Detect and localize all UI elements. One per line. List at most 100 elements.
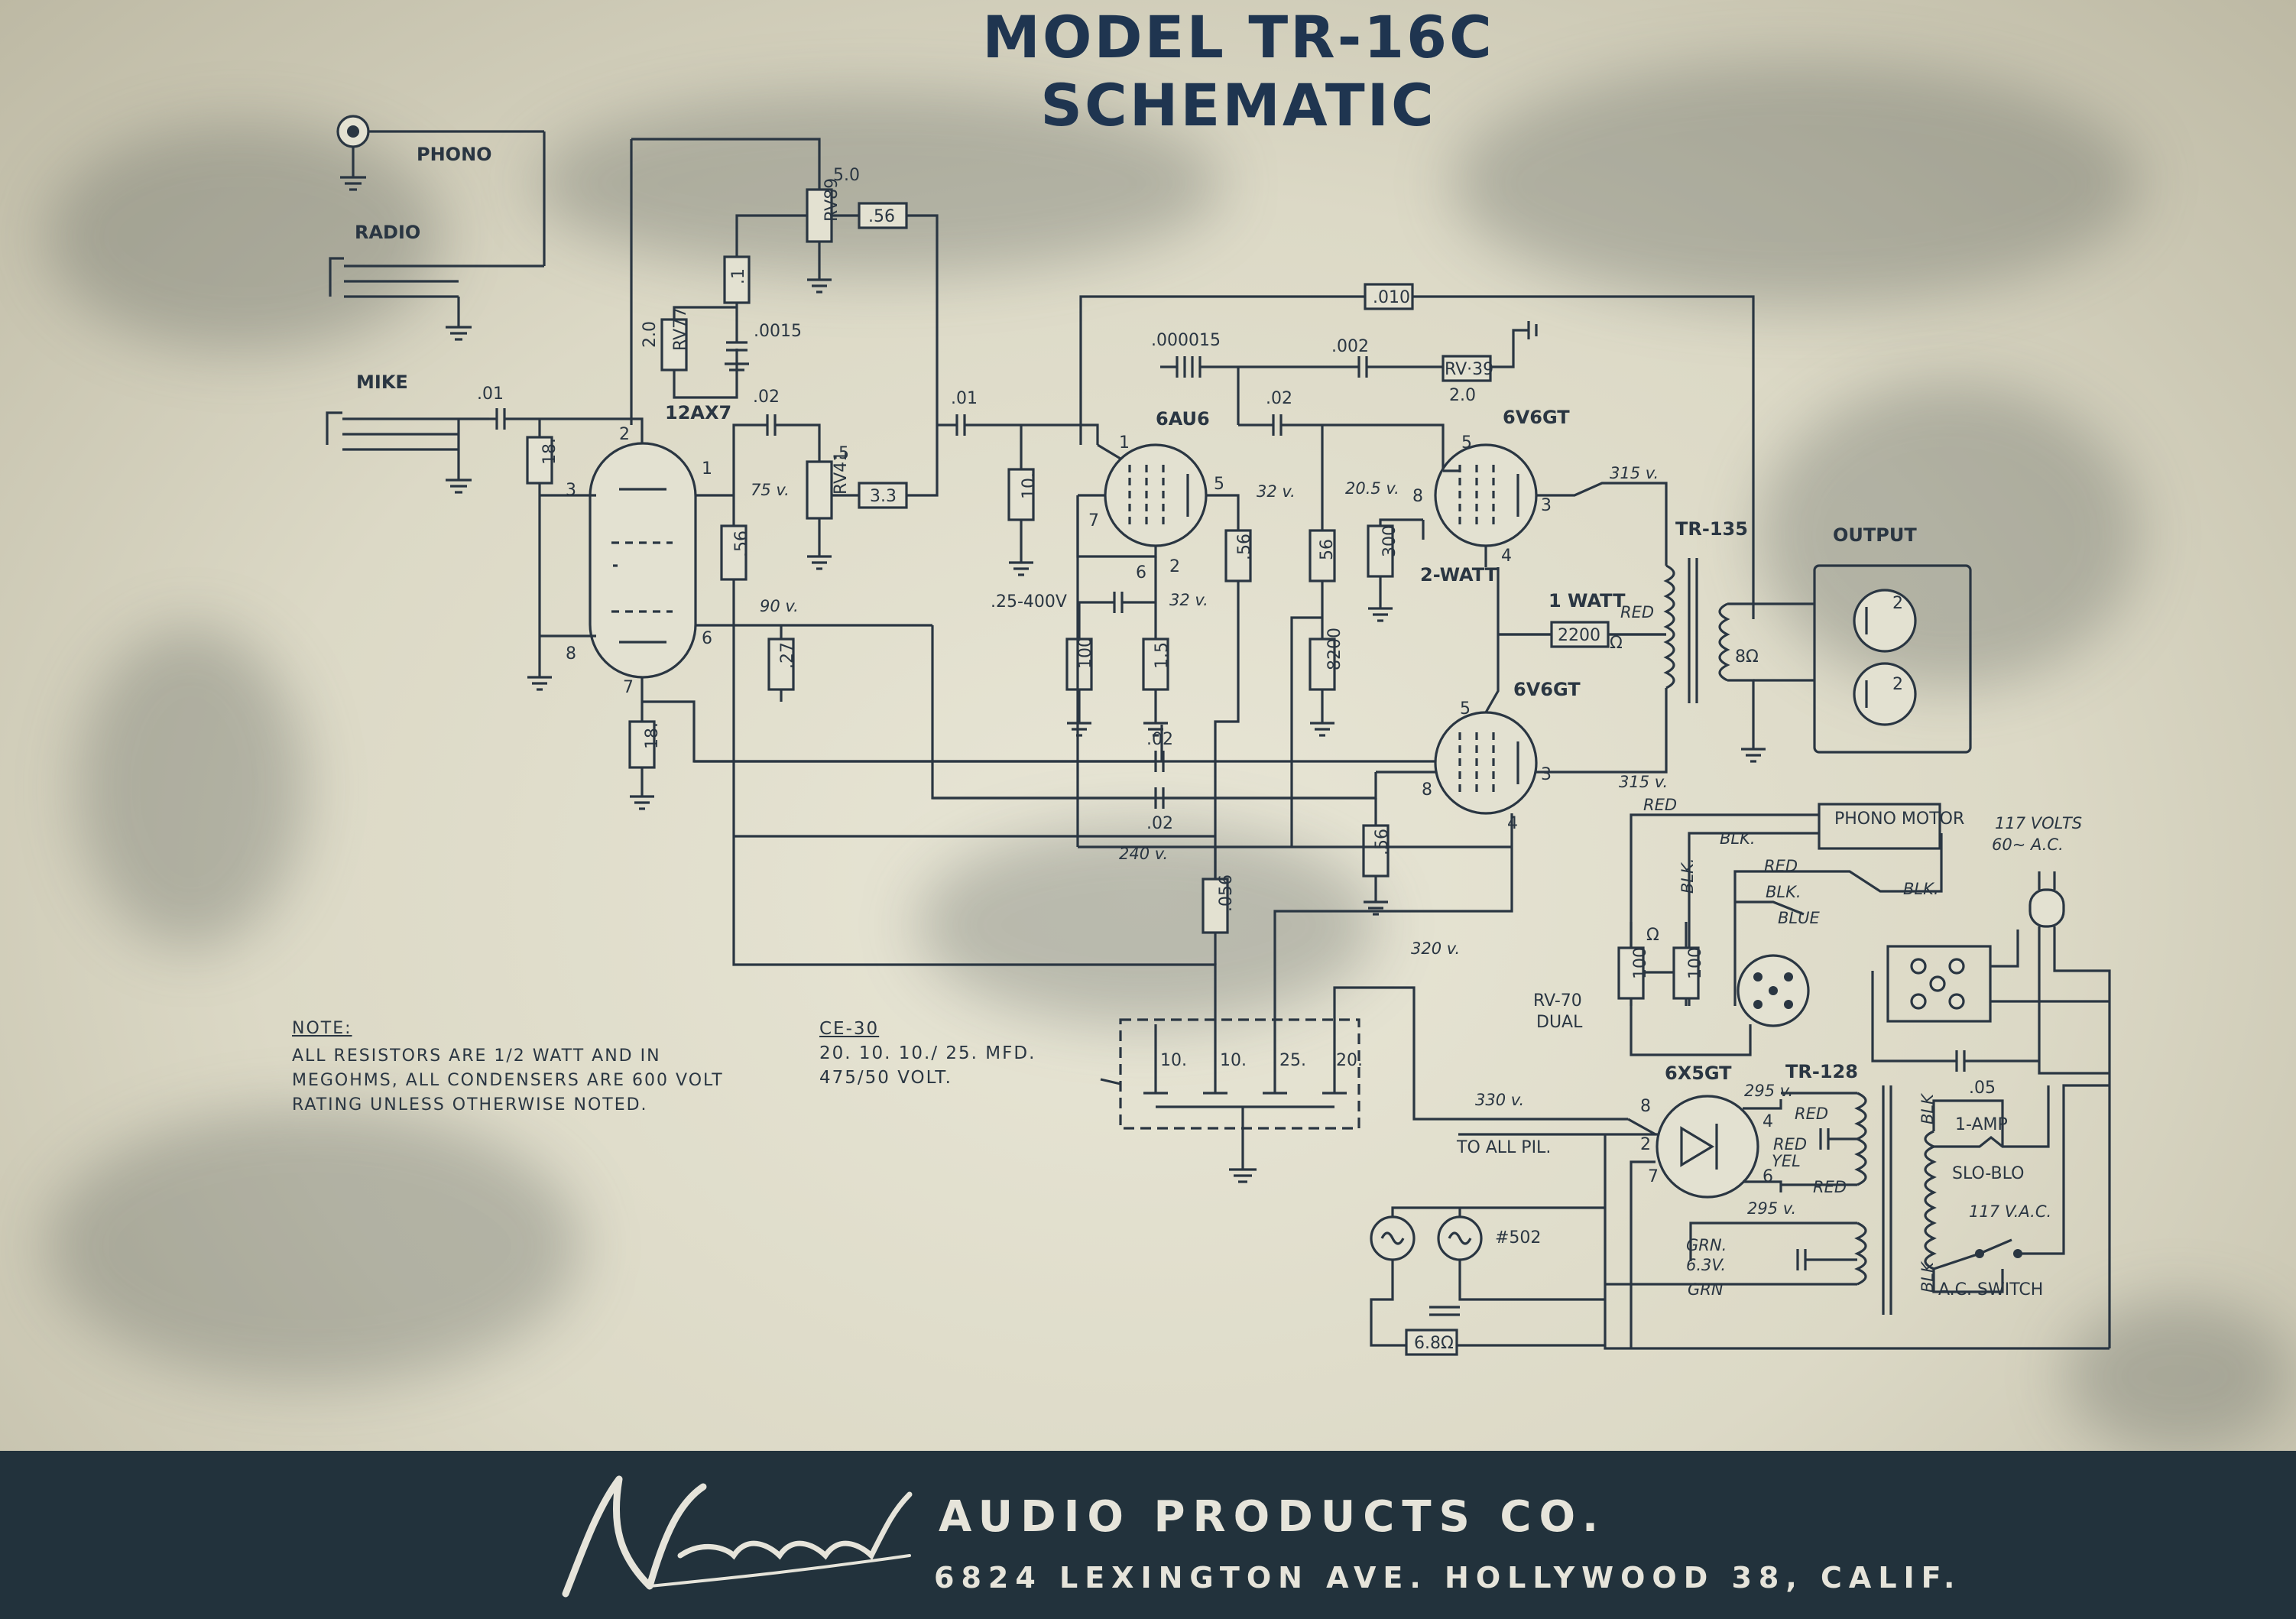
pin-label: 1 — [1119, 433, 1130, 453]
filter-cap-value: 10. — [1160, 1051, 1187, 1070]
wire-color: BLK — [1918, 1260, 1937, 1293]
page-title: MODEL TR-16C SCHEMATIC — [982, 3, 1494, 139]
ac-switch — [1933, 1084, 2110, 1270]
tube-6v6gt-upper — [1422, 443, 1668, 567]
cap-value: .02 — [1266, 389, 1292, 408]
schematic-diagram: PHONO RADIO MIKE .01 — [326, 115, 2111, 1356]
radio-label: RADIO — [355, 222, 420, 243]
pin-label: 4 — [1501, 547, 1512, 566]
pin-label: 7 — [1648, 1167, 1659, 1186]
voltage-label: 295 v. — [1744, 1082, 1793, 1100]
resistor-10-grid — [1007, 425, 1035, 576]
lamp-label: #502 — [1495, 1228, 1541, 1248]
pin-label: 6 — [1763, 1167, 1773, 1186]
cap-value: .25-400V — [991, 592, 1067, 612]
pin-label: 2 — [1640, 1135, 1651, 1154]
pin-label: 5 — [1461, 433, 1472, 453]
wire-color: GRN — [1688, 1280, 1724, 1299]
tone-network — [630, 138, 939, 425]
resistor-56-plate — [720, 495, 1217, 1024]
voltage-label: 90 v. — [760, 597, 799, 615]
cap-value: .05 — [1969, 1079, 1996, 1098]
transformer-label-tr128: TR-128 — [1785, 1061, 1858, 1082]
filter-cap-value: 20. — [1336, 1051, 1363, 1070]
filter-capacitor-can — [1100, 986, 1628, 1183]
transformer-label-tr135: TR-135 — [1675, 518, 1748, 540]
capacitor-02-first — [732, 414, 821, 495]
wire-color: RED — [1620, 603, 1654, 621]
pin-label: 7 — [1088, 511, 1099, 530]
rv70-label: DUAL — [1536, 1013, 1583, 1032]
potentiometer-rv41 — [806, 460, 859, 570]
newcomb-signature-logo — [562, 1475, 913, 1598]
ac-plug-icon — [2028, 871, 2111, 1348]
capacitor-01-mike — [489, 408, 611, 430]
stain — [2064, 1299, 2293, 1452]
resistor-value: 10. — [1020, 472, 1039, 499]
voltage-label: 20.5 v. — [1345, 479, 1399, 498]
company-address: 6824 LEXINGTON AVE. HOLLYWOOD 38, CALIF. — [934, 1561, 1962, 1595]
pin-label: 3 — [1541, 496, 1552, 515]
pin-label: 7 — [623, 678, 634, 697]
fuse-icon — [1934, 1085, 2050, 1148]
pin-label: 1 — [702, 459, 712, 479]
stain — [535, 92, 1223, 275]
cap-value: .0015 — [754, 322, 802, 341]
pin-label: 4 — [1763, 1112, 1773, 1131]
resistor-value: 18. — [643, 722, 662, 749]
pin-label: 6 — [1136, 563, 1146, 582]
ohm-label: 8Ω — [1735, 647, 1759, 667]
pin-label: 5 — [1214, 475, 1224, 494]
feedback-loop — [1079, 283, 1755, 619]
capacitors-02-lower — [694, 751, 1435, 809]
pilot-lamps — [1370, 1134, 2110, 1356]
tube-label-6v6gt: 6V6GT — [1503, 407, 1570, 428]
resistor-2200 — [1498, 621, 1666, 648]
cap-value: .02 — [1146, 730, 1173, 749]
resistor-value: RV41 — [832, 451, 851, 495]
resistor-value: .27 — [778, 642, 797, 669]
resistor-33 — [858, 425, 939, 509]
resistor-value: RV77 — [671, 307, 690, 351]
footer-band — [0, 1451, 2296, 1619]
note-body: ALL RESISTORS ARE 1/2 WATT AND IN MEGOHM… — [292, 1046, 724, 1114]
filter-cap-value: 25. — [1279, 1051, 1306, 1070]
phono-jack — [336, 115, 544, 191]
resistor-value: 56 — [1318, 539, 1337, 560]
cap-value: .002 — [1331, 337, 1369, 356]
voltage-label: 315 v. — [1619, 773, 1668, 791]
voltage-label: 320 v. — [1411, 939, 1460, 958]
pot-value: 5.0 — [833, 166, 860, 185]
resistor-value: 1.5 — [1153, 642, 1172, 669]
capacitor-01-6au6 — [937, 414, 1099, 445]
resistor-value: 8200 — [1325, 628, 1344, 670]
note-block: NOTE: ALL RESISTORS ARE 1/2 WATT AND IN … — [292, 1017, 743, 1118]
wire-color: BLK. — [1678, 858, 1697, 894]
rv70-label: RV-70 — [1533, 991, 1582, 1011]
stain — [917, 826, 1376, 1024]
stain — [1452, 61, 2140, 306]
voltage-label: 315 v. — [1610, 464, 1659, 482]
voltage-label: 75 v. — [751, 481, 790, 499]
filter-cap-value: 10. — [1220, 1051, 1247, 1070]
pin-label: 2 — [619, 425, 630, 444]
resistor-300-cathode — [1367, 518, 1423, 622]
wire-color: 6.3V. — [1686, 1256, 1726, 1274]
tube-6au6 — [1076, 443, 1240, 602]
voltage-label: 330 v. — [1475, 1091, 1524, 1109]
mike-label: MIKE — [356, 371, 408, 393]
tube-label-6v6gt-lower: 6V6GT — [1513, 679, 1581, 700]
cap-value: .000015 — [1151, 331, 1221, 350]
filter-spec-block: CE-30 20. 10. 10./ 25. MFD. 475/50 VOLT. — [819, 1017, 1079, 1090]
resistor-value: .56 — [868, 207, 895, 226]
resistor-18-cathode — [628, 700, 1163, 810]
stain — [1758, 382, 2140, 688]
transformer-tr128 — [1605, 1085, 2004, 1315]
resistor-value: 18. — [540, 438, 559, 465]
tube-12ax7 — [540, 417, 932, 702]
pin-label: 2 — [1892, 594, 1903, 613]
pin-label: 8 — [1412, 487, 1423, 506]
capacitor-02-6v6 — [1238, 414, 1445, 471]
resistor-value: RV89 — [822, 178, 842, 222]
resistor-value: 3.3 — [870, 487, 897, 506]
